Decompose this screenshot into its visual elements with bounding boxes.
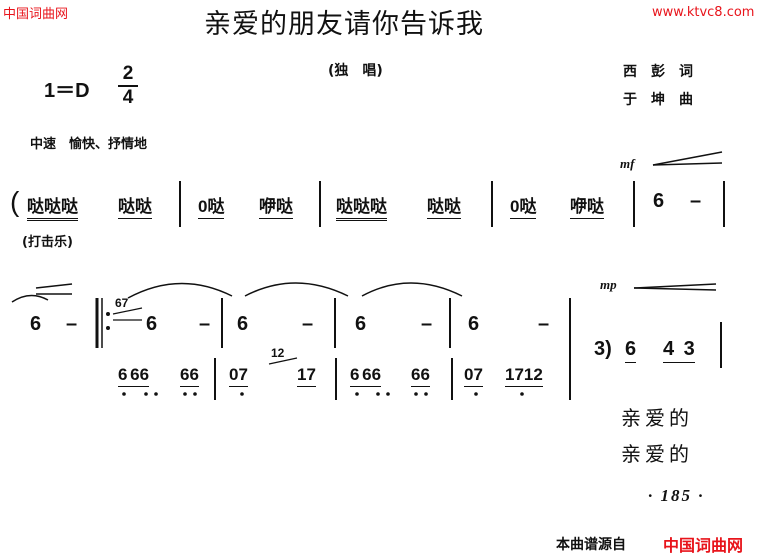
percussion-label: (打击乐) [22,235,73,250]
upper-m1-note: 6 [146,313,158,335]
lower-grace-notes: 12 [271,346,285,360]
lower-m4-beat1: 07 [464,365,483,387]
performance-type: (独 唱) [328,63,383,79]
lower-m3-beat1: 6 66 [350,365,382,387]
watermark-top-left: 中国词曲网 [3,7,69,22]
m5-dash: – [690,190,702,212]
right-notes-43: 4 3 [663,338,695,363]
upper-m1-dash: – [199,313,211,335]
m5-note: 6 [653,190,665,212]
watermark-top-right: www.ktvc8.com [652,5,755,20]
carry-dash: – [66,313,78,335]
page-number: · 185 · [648,486,705,505]
tempo-marking: 中速 愉快、抒情地 [30,137,148,152]
m4-beat2: 咿哒 [570,192,604,219]
lower-m1-beat2: 66 [180,365,199,387]
source-label: 本曲谱源自 [556,537,626,553]
right-note-6: 6 [625,338,637,363]
lower-m2-beat1: 07 [229,365,248,387]
lyric-line-2: 亲爱的 [621,442,693,466]
time-signature: 2 4 [118,64,138,108]
time-numerator: 2 [122,63,134,84]
upper-m4-dash: – [538,313,550,335]
carry-note: 6 [30,313,42,335]
m3-beat1: 哒哒哒 [336,192,387,221]
lower-m4-beat2: 1712 [505,365,543,387]
m1-beat2: 哒哒 [118,192,152,219]
source-site: 中国词曲网 [663,536,744,555]
upper-m3-note: 6 [355,313,367,335]
time-denominator: 4 [122,87,134,108]
upper-m2-note: 6 [237,313,249,335]
lyric-line-1: 亲爱的 [621,406,693,430]
dynamic-mf: mf [620,156,635,171]
upper-m3-dash: – [421,313,433,335]
lower-m2-beat2: 17 [297,365,316,387]
time-signature-line [118,85,138,87]
upper-m2-dash: – [302,313,314,335]
key-signature: 1＝D [44,80,90,102]
open-paren: ( [10,186,20,217]
page-title: 亲爱的朋友请你告诉我 [204,9,484,40]
m2-beat2: 咿哒 [259,192,293,219]
grace-notes: 67 [115,296,129,310]
lower-m1-beat1: 6 66 [118,365,150,387]
m1-beat1: 哒哒哒 [27,192,78,221]
right-paren-end: 3) [594,338,612,360]
lyricist-credit: 西 彭 词 [623,64,693,80]
m4-beat1: 0哒 [510,192,537,219]
upper-m4-note: 6 [468,313,480,335]
m3-beat2: 哒哒 [427,192,461,219]
composer-credit: 于 坤 曲 [623,92,693,108]
dynamic-mp: mp [600,277,617,292]
lower-m3-beat2: 66 [411,365,430,387]
m2-beat1: 0哒 [198,192,225,219]
